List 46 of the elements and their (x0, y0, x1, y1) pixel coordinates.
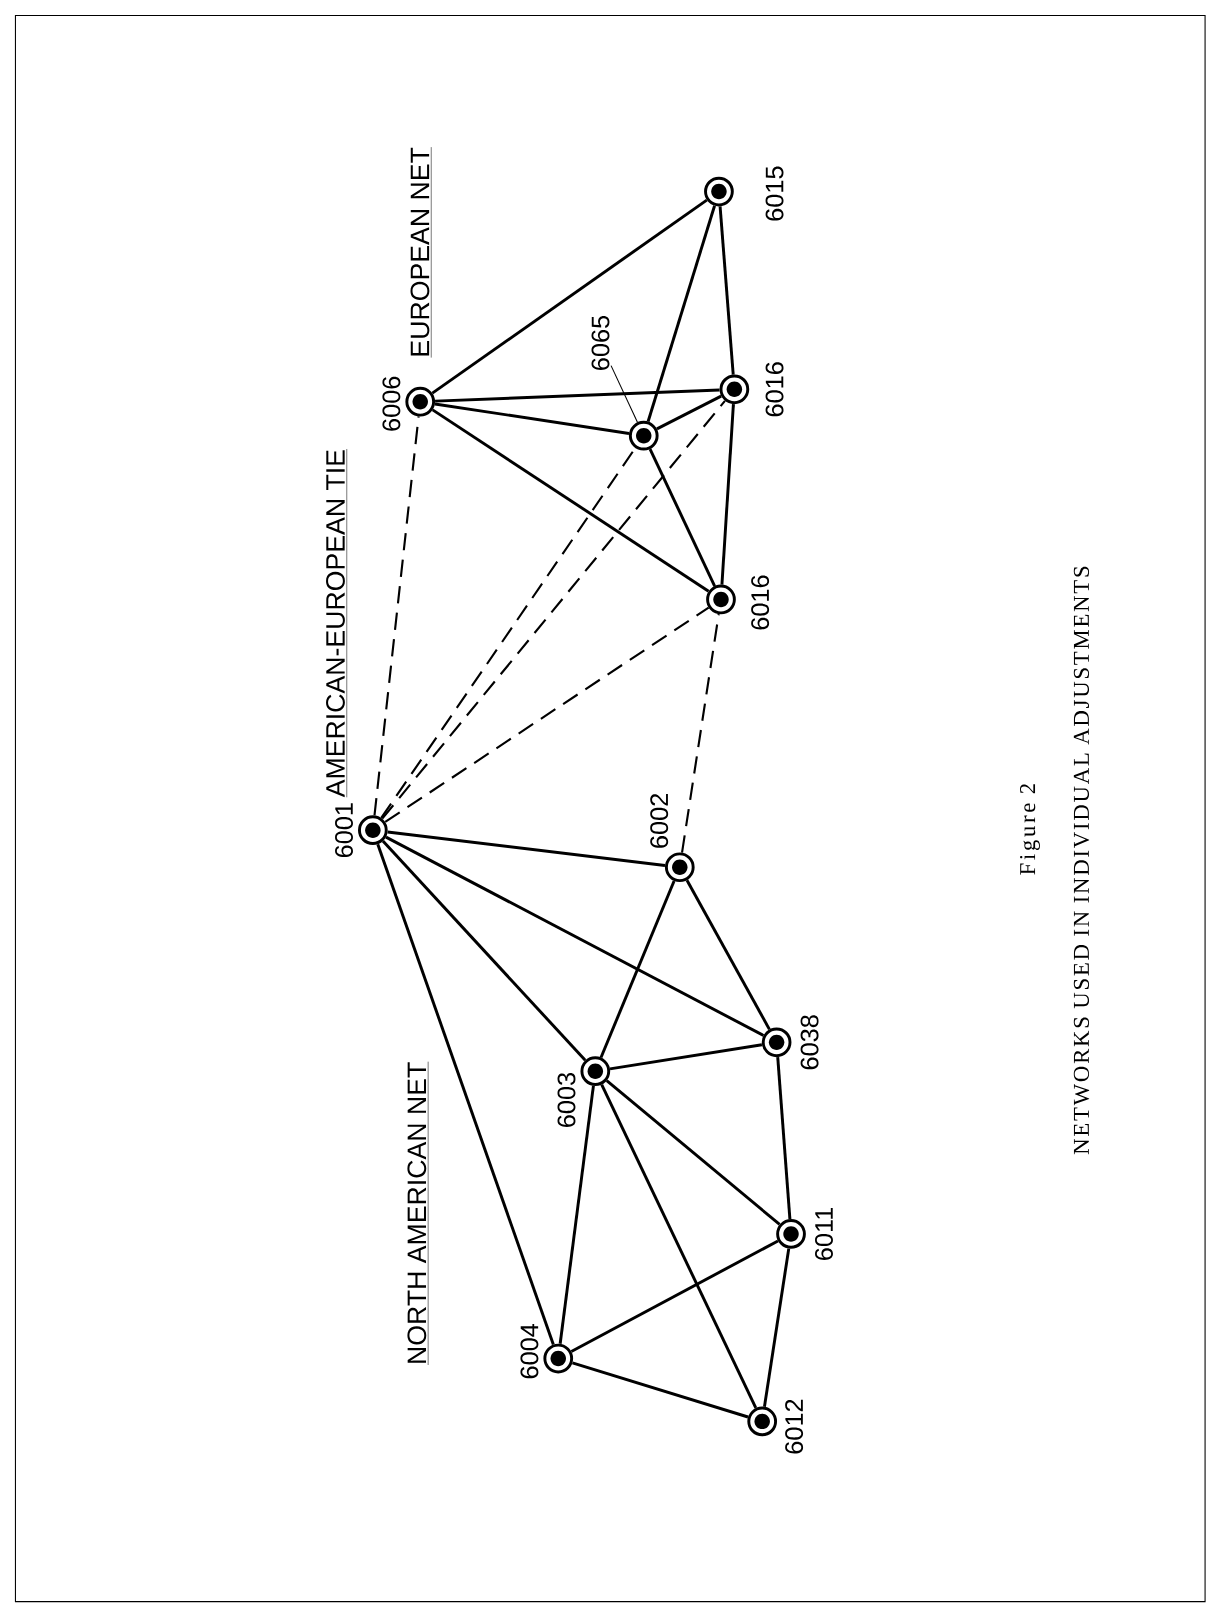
station-number: 6011 (814, 1207, 833, 1260)
station-number: 6003 (557, 1073, 576, 1127)
survey-line (387, 830, 665, 867)
survey-line (646, 205, 716, 422)
survey-line (776, 1057, 792, 1220)
survey-line (434, 402, 630, 435)
station-number: 6065 (591, 315, 610, 370)
survey-line (600, 1083, 757, 1409)
survey-line (570, 1239, 779, 1353)
net-heading: EUROPEAN NET (410, 146, 432, 358)
leader-line (610, 365, 638, 423)
station-number: 6015 (765, 166, 784, 221)
survey-line (373, 416, 420, 816)
survey-line (656, 394, 722, 431)
survey-line (718, 206, 735, 375)
station-number: 6006 (382, 376, 401, 431)
survey-line (381, 840, 587, 1062)
survey-line (434, 388, 720, 403)
net-heading: AMERICAN-EUROPEAN TIE (325, 448, 347, 798)
survey-line (431, 198, 708, 395)
station-number: 6012 (784, 1399, 803, 1454)
survey-line (381, 400, 726, 820)
survey-line (385, 835, 764, 1037)
survey-line (720, 404, 735, 585)
survey-station (628, 420, 659, 451)
survey-line (376, 843, 555, 1345)
survey-line (558, 1085, 595, 1344)
survey-line (648, 448, 716, 587)
survey-line (680, 613, 720, 853)
survey-line (599, 880, 676, 1059)
survey-line (762, 1248, 790, 1407)
survey-line (685, 879, 771, 1031)
survey-line (609, 1043, 762, 1071)
net-heading: NORTH AMERICAN NET (407, 1061, 429, 1366)
survey-line (384, 606, 709, 823)
survey-line (571, 1361, 749, 1419)
station-number: 6038 (800, 1015, 819, 1070)
figure-number: Figure 2 (1019, 784, 1040, 875)
survey-line (431, 408, 710, 593)
station-number: 6001 (334, 803, 353, 858)
survey-line (605, 1079, 781, 1226)
figure-caption: NETWORKS USED IN INDIVIDUAL ADJUSTMENTS (1073, 566, 1089, 1155)
station-number: 6004 (520, 1323, 539, 1379)
station-number: 6016 (750, 575, 769, 630)
station-number: 6016 (765, 362, 784, 417)
station-number: 6002 (650, 794, 668, 848)
